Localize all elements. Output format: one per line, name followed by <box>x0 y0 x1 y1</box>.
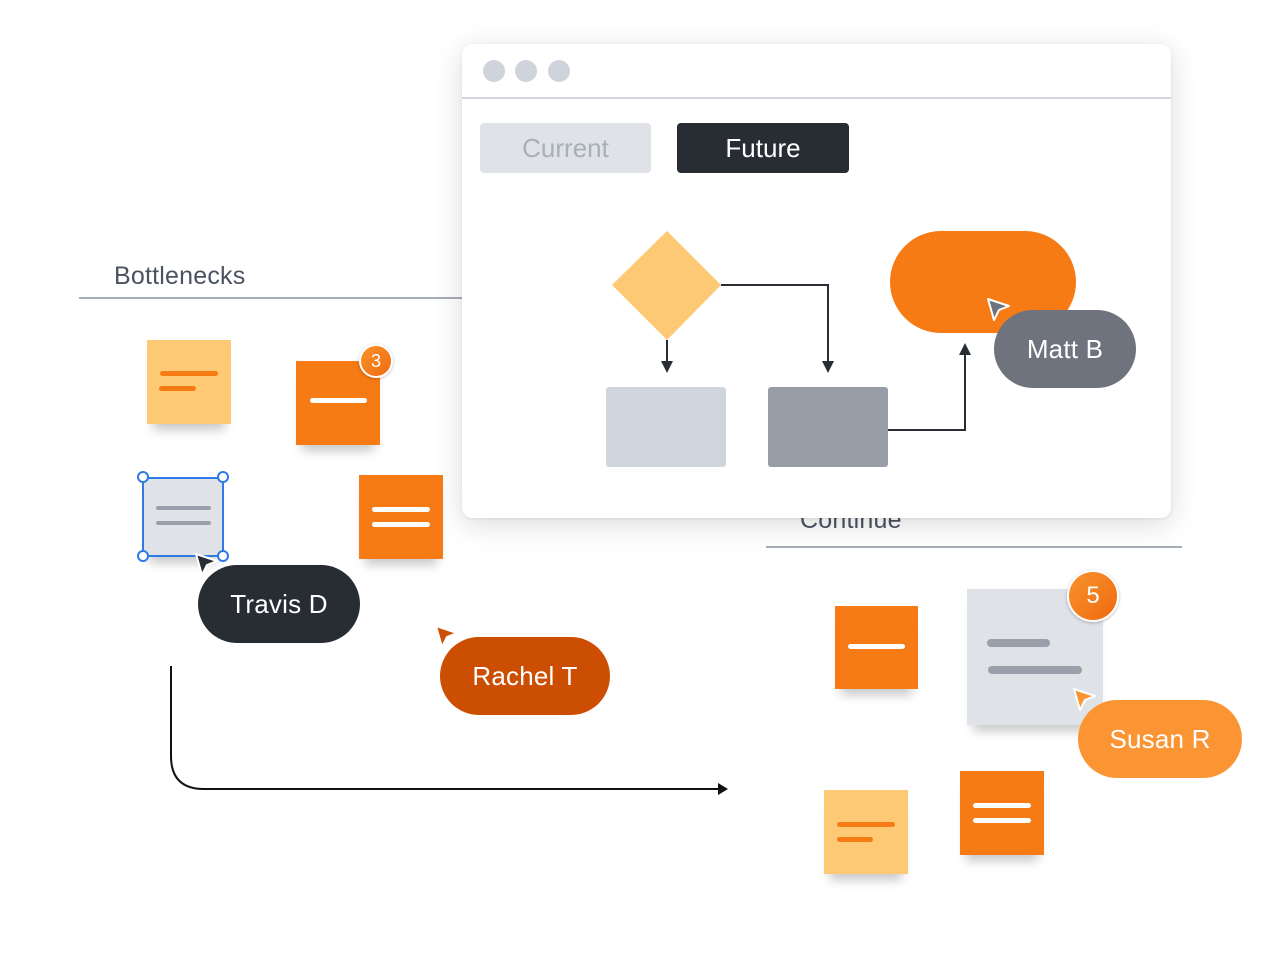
sticky-note[interactable] <box>835 606 918 689</box>
text-line <box>988 666 1082 674</box>
decision-diamond <box>612 231 721 340</box>
window-dot-maximize[interactable] <box>548 60 570 82</box>
text-line <box>973 818 1031 823</box>
tab-future[interactable]: Future <box>677 123 849 173</box>
cursor-arrow-icon <box>1073 688 1096 711</box>
sticky-note-selected[interactable] <box>143 478 223 557</box>
cursor-arrow-icon <box>195 553 218 576</box>
text-line <box>310 398 367 403</box>
sticky-note[interactable] <box>147 340 231 424</box>
flowchart <box>606 231 1076 467</box>
text-line <box>372 507 430 512</box>
text-line <box>987 639 1050 647</box>
bottlenecks-divider <box>79 297 479 299</box>
text-line <box>848 644 905 649</box>
arrowhead-icon <box>718 783 728 795</box>
text-line <box>372 522 430 527</box>
edge-decision-process-b <box>721 284 829 362</box>
text-line <box>156 506 211 510</box>
edge-process-b-terminal <box>888 355 966 431</box>
comment-count-badge[interactable]: 3 <box>359 344 393 378</box>
cursor-arrow-icon <box>987 298 1010 321</box>
resize-handle-bottom-right[interactable] <box>217 550 229 562</box>
cursor-arrow-icon <box>435 625 458 648</box>
resize-handle-top-left[interactable] <box>137 471 149 483</box>
window-dot-minimize[interactable] <box>515 60 537 82</box>
selection-frame <box>142 477 224 557</box>
text-line <box>156 521 211 525</box>
resize-handle-bottom-left[interactable] <box>137 550 149 562</box>
resize-handle-top-right[interactable] <box>217 471 229 483</box>
arrowhead-icon <box>661 361 673 373</box>
terminal-node <box>890 231 1076 333</box>
bottlenecks-heading: Bottlenecks <box>114 262 246 290</box>
collaborator-label-rachel: Rachel T <box>440 637 610 715</box>
connector-arrow[interactable] <box>160 660 740 800</box>
text-line <box>160 371 218 376</box>
text-line <box>837 837 873 842</box>
window-dot-close[interactable] <box>483 60 505 82</box>
text-line <box>837 822 895 827</box>
collaborator-label-matt: Matt B <box>994 310 1136 388</box>
collaborator-label-travis: Travis D <box>198 565 360 643</box>
process-node-a <box>606 387 726 467</box>
arrowhead-icon <box>959 343 971 355</box>
text-line <box>973 803 1031 808</box>
tab-current[interactable]: Current <box>480 123 651 173</box>
comment-count-badge[interactable]: 5 <box>1067 570 1119 622</box>
continue-divider <box>766 546 1182 548</box>
sticky-note[interactable] <box>824 790 908 874</box>
sticky-note[interactable] <box>359 475 443 559</box>
collaborator-label-susan: Susan R <box>1078 700 1242 778</box>
sticky-note[interactable] <box>960 771 1044 855</box>
window-titlebar-divider <box>462 97 1171 99</box>
text-line <box>159 386 196 391</box>
browser-window: Current Future <box>462 44 1171 518</box>
arrowhead-icon <box>822 361 834 373</box>
process-node-b <box>768 387 888 467</box>
